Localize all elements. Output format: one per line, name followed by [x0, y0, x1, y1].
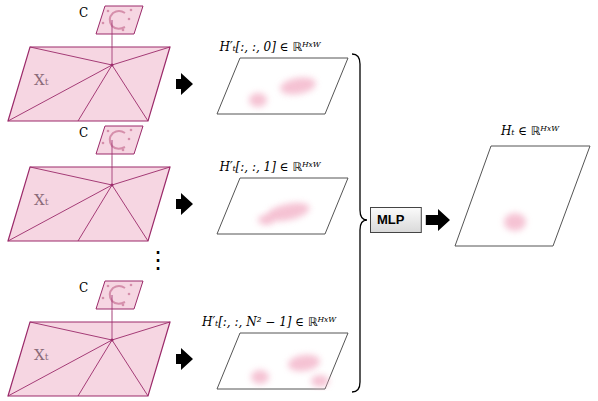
plane-shape — [79, 125, 145, 156]
mlp-box: MLP — [370, 207, 422, 233]
block-arrow — [426, 209, 450, 231]
ellipsis-dots: ⋮ — [146, 246, 170, 274]
heatmap-plane: H′ₜ[:, :, 1] ∈ ℝᴴˣᵂ — [196, 160, 356, 236]
heatmap-plane: H′ₜ[:, :, N² − 1] ∈ ℝᴴˣᵂ — [196, 315, 383, 391]
plane-shape — [79, 280, 145, 311]
mesh-plane: Xₜ — [6, 320, 172, 398]
node-label: H′ₜ[:, :, N² − 1] ∈ ℝᴴˣᵂ — [202, 315, 336, 329]
node-label: H′ₜ[:, :, 1] ∈ ℝᴴˣᵂ — [219, 160, 320, 174]
heatmap-plane: H′ₜ[:, :, 0] ∈ ℝᴴˣᵂ — [196, 40, 356, 116]
plane-shape — [79, 5, 145, 36]
context-plane: C — [79, 280, 145, 311]
link-line — [112, 156, 113, 165]
plane-shape — [6, 165, 172, 243]
node-label: Hₜ ∈ ℝᴴˣᵂ — [501, 124, 559, 138]
node-label: MLP — [377, 212, 404, 227]
heatmap-plane: Hₜ ∈ ℝᴴˣᵂ — [453, 124, 593, 250]
context-plane: C — [79, 5, 145, 36]
link-line — [112, 311, 113, 320]
curly-brace — [352, 54, 367, 392]
context-plane: C — [79, 125, 145, 156]
plane-shape — [6, 45, 172, 123]
plane-shape — [453, 124, 593, 250]
block-arrow — [176, 73, 193, 95]
node-label: C — [79, 6, 88, 20]
link-line — [112, 36, 113, 45]
node-label: Xₜ — [34, 191, 48, 209]
node-label: C — [79, 126, 88, 140]
node-label: Xₜ — [34, 71, 48, 89]
block-arrow — [176, 348, 193, 370]
block-arrow — [176, 193, 193, 215]
node-label: Xₜ — [34, 346, 48, 364]
mesh-plane: Xₜ — [6, 165, 172, 243]
node-label: C — [79, 281, 88, 295]
mesh-plane: Xₜ — [6, 45, 172, 123]
plane-shape — [6, 320, 172, 398]
node-label: H′ₜ[:, :, 0] ∈ ℝᴴˣᵂ — [219, 40, 320, 54]
